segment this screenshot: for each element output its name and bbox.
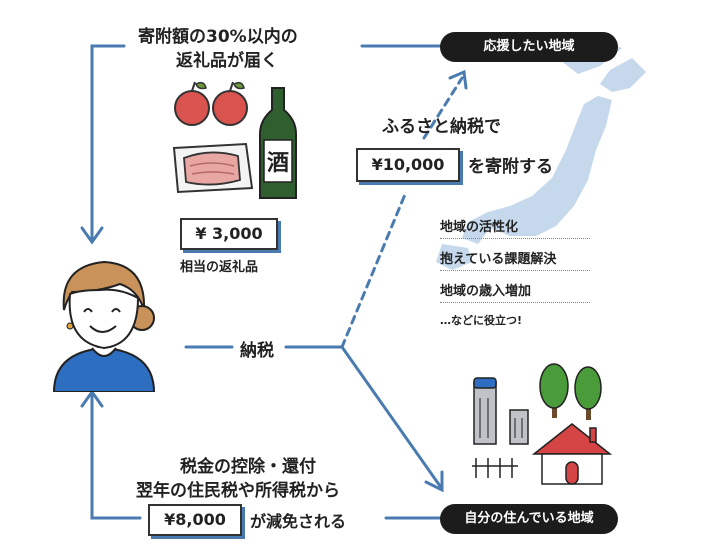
- return-gift-caption-line1: 寄附額の30%以内の: [138, 27, 298, 47]
- benefit-item-3: 地域の歳入増加: [440, 280, 590, 303]
- tax-label: 納税: [240, 341, 274, 361]
- sake-label: 酒: [267, 151, 289, 176]
- town-illustration: [472, 363, 613, 485]
- benefit-note: …などに役立つ!: [440, 314, 523, 327]
- fence-icon: [472, 458, 518, 478]
- meat-tray-icon: [172, 142, 254, 194]
- house-icon: [531, 423, 613, 485]
- gift-value-label: 相当の返礼品: [180, 260, 259, 275]
- person-avatar: [52, 260, 156, 392]
- donation-amount-box: ¥10,000: [356, 148, 460, 182]
- tax-reduction-amount-box: ¥8,000: [148, 504, 242, 536]
- tax-reduction-suffix: が減免される: [250, 512, 347, 531]
- furusato-caption: ふるさと納税で: [382, 117, 501, 137]
- gift-illustration: 酒: [172, 81, 297, 199]
- sake-bottle-icon: 酒: [259, 87, 297, 199]
- benefit-item-1: 地域の活性化: [440, 216, 590, 239]
- tree-icon: [539, 363, 602, 420]
- tax-deduction-caption-line1: 税金の控除・還付: [180, 457, 316, 477]
- return-gift-caption-line2: 返礼品が届く: [176, 51, 278, 71]
- building-icon: [473, 377, 529, 445]
- apple-icon: [174, 81, 248, 126]
- benefit-item-2: 抱えている課題解決: [440, 248, 590, 271]
- tax-deduction-caption-line2: 翌年の住民税や所得税から: [136, 481, 340, 501]
- gift-value-box: ¥ 3,000: [180, 218, 278, 250]
- donation-suffix: を寄附する: [468, 157, 553, 177]
- region-support-pill: 応援したい地域: [440, 32, 618, 62]
- region-home-pill: 自分の住んでいる地域: [440, 504, 618, 534]
